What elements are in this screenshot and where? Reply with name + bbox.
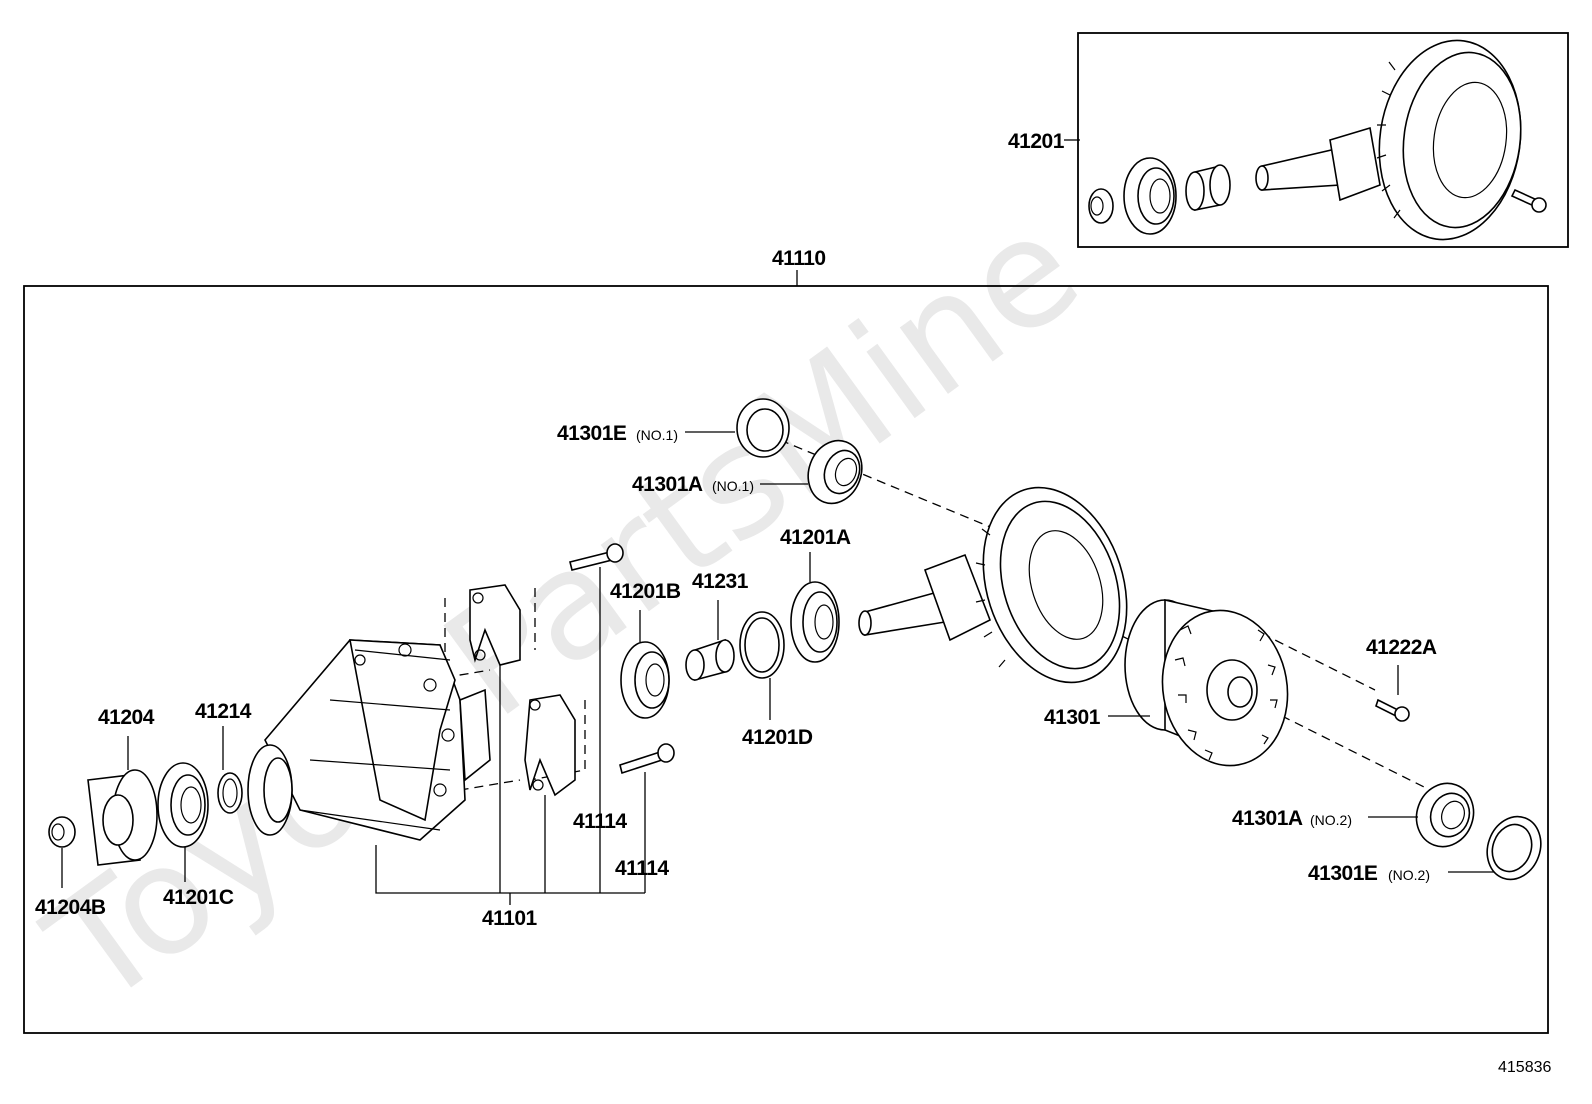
inset-gear-set [1088, 39, 1547, 241]
label-41222A: 41222A [1366, 636, 1437, 659]
label-41201B: 41201B [610, 580, 681, 603]
label-41231: 41231 [692, 570, 749, 593]
label-41201C: 41201C [163, 886, 234, 909]
bolt-41114-upper-icon [569, 543, 624, 571]
flange-41204-icon [87, 769, 158, 866]
label-41110: 41110 [772, 247, 826, 270]
bearing-41301A-no2-icon [1415, 782, 1475, 848]
drive-pinion-icon [858, 553, 992, 642]
shim-41201D-icon [739, 611, 785, 679]
bracket-41101 [375, 567, 646, 905]
diagram-id: 415836 [1498, 1059, 1551, 1076]
note-41301A-no1: (NO.1) [712, 478, 754, 494]
label-41301A-no2: 41301A [1232, 807, 1303, 830]
differential-case-icon [1124, 598, 1289, 767]
bearing-cap-upper-icon [469, 584, 521, 666]
note-41301E-no2: (NO.2) [1388, 867, 1430, 883]
seal-41201C-icon [157, 762, 209, 848]
bearing-cap-lower-icon [524, 694, 576, 797]
label-41201A: 41201A [780, 526, 851, 549]
bolt-41222A-icon [1375, 698, 1410, 722]
inset-bearing-icon [1123, 157, 1177, 235]
label-41301E-no1: 41301E [557, 422, 627, 445]
label-41114-a: 41114 [573, 810, 627, 833]
race-41301E-no1-icon [736, 398, 790, 458]
ring-41214-icon [217, 772, 243, 814]
carrier-housing-icon [247, 639, 491, 841]
note-41301E-no1: (NO.1) [636, 427, 678, 443]
inset-pinion-icon [1255, 126, 1381, 202]
bearing-41201A-icon [790, 581, 840, 663]
ring-gear-icon [975, 486, 1128, 684]
label-41204: 41204 [98, 706, 155, 729]
label-41201D: 41201D [742, 726, 813, 749]
inset-cup-icon [1185, 164, 1231, 211]
race-41301E-no2-icon [1486, 815, 1542, 881]
axis-line-bolt [1234, 619, 1376, 691]
label-41301: 41301 [1044, 706, 1101, 729]
nut-41204B-icon [48, 816, 76, 848]
label-41301A-no1: 41301A [632, 473, 703, 496]
note-41301A-no2: (NO.2) [1310, 812, 1352, 828]
main-frame-41110 [23, 285, 1549, 1034]
axis-cap-upper [429, 669, 491, 681]
label-41101: 41101 [482, 907, 538, 930]
label-41201: 41201 [1008, 130, 1065, 153]
label-41301E-no2: 41301E [1308, 862, 1378, 885]
spacer-41231-icon [685, 638, 735, 682]
inset-ring-gear-icon [1376, 39, 1522, 241]
label-41114-b: 41114 [615, 857, 669, 880]
inset-bolt-icon [1510, 188, 1547, 213]
bolt-41114-lower-icon [619, 743, 675, 775]
label-41214: 41214 [195, 700, 252, 723]
label-41204B: 41204B [35, 896, 106, 919]
bearing-41301A-no1-icon [807, 439, 863, 505]
inset-nut-icon [1088, 188, 1114, 224]
bearing-41201B-icon [620, 641, 670, 719]
